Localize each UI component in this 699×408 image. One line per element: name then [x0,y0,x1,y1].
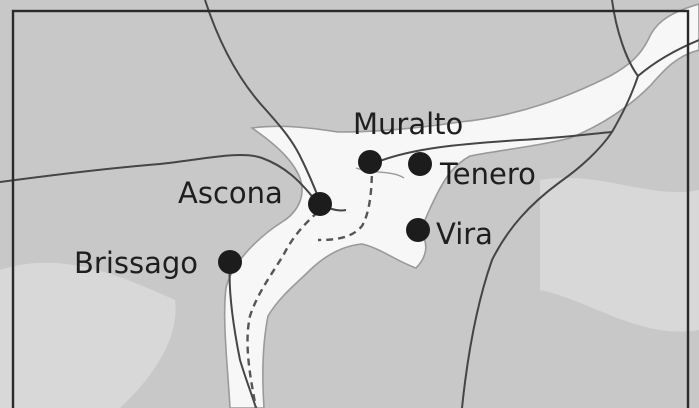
town-label-muralto: Muralto [353,107,463,141]
lake [223,3,699,408]
road [611,75,639,133]
town-label-ascona: Ascona [178,176,283,210]
town-marker-tenero [408,152,432,176]
town-label-brissago: Brissago [74,246,198,280]
map-border [11,9,690,408]
town-marker-vira [406,218,430,242]
road [204,0,321,203]
town-marker-ascona [308,192,332,216]
town-label-tenero: Tenero [439,157,536,191]
ferry-route [246,211,319,408]
town-marker-muralto [358,150,382,174]
shore-detail [355,167,405,179]
road [0,153,319,205]
town-marker-brissago [218,250,242,274]
road [611,0,699,78]
road [228,261,257,408]
road [371,131,613,165]
ferry-route [317,163,374,242]
town-label-vira: Vira [436,217,493,251]
road [461,131,613,408]
land-relief [0,262,176,408]
land-relief [540,177,699,332]
